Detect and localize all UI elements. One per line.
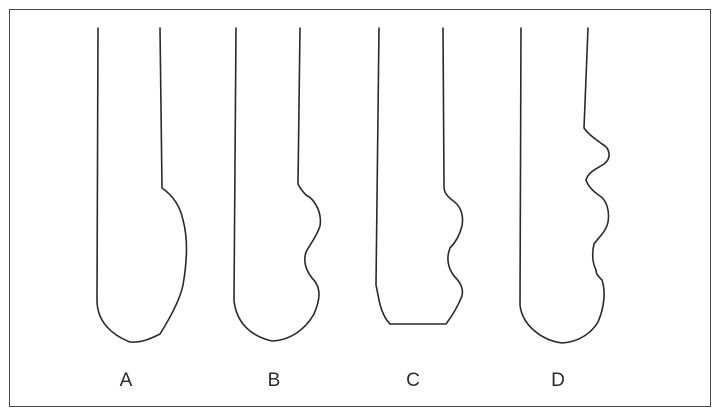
panel-label-c: C (406, 370, 420, 391)
outline-shape-b (233, 27, 322, 342)
panel-label-d: D (551, 370, 565, 391)
outline-shape-c (375, 27, 464, 325)
outline-shape-d (519, 27, 610, 344)
outline-shape-a (96, 27, 188, 343)
panel-label-b: B (267, 370, 281, 391)
panel-label-a: A (119, 370, 133, 391)
